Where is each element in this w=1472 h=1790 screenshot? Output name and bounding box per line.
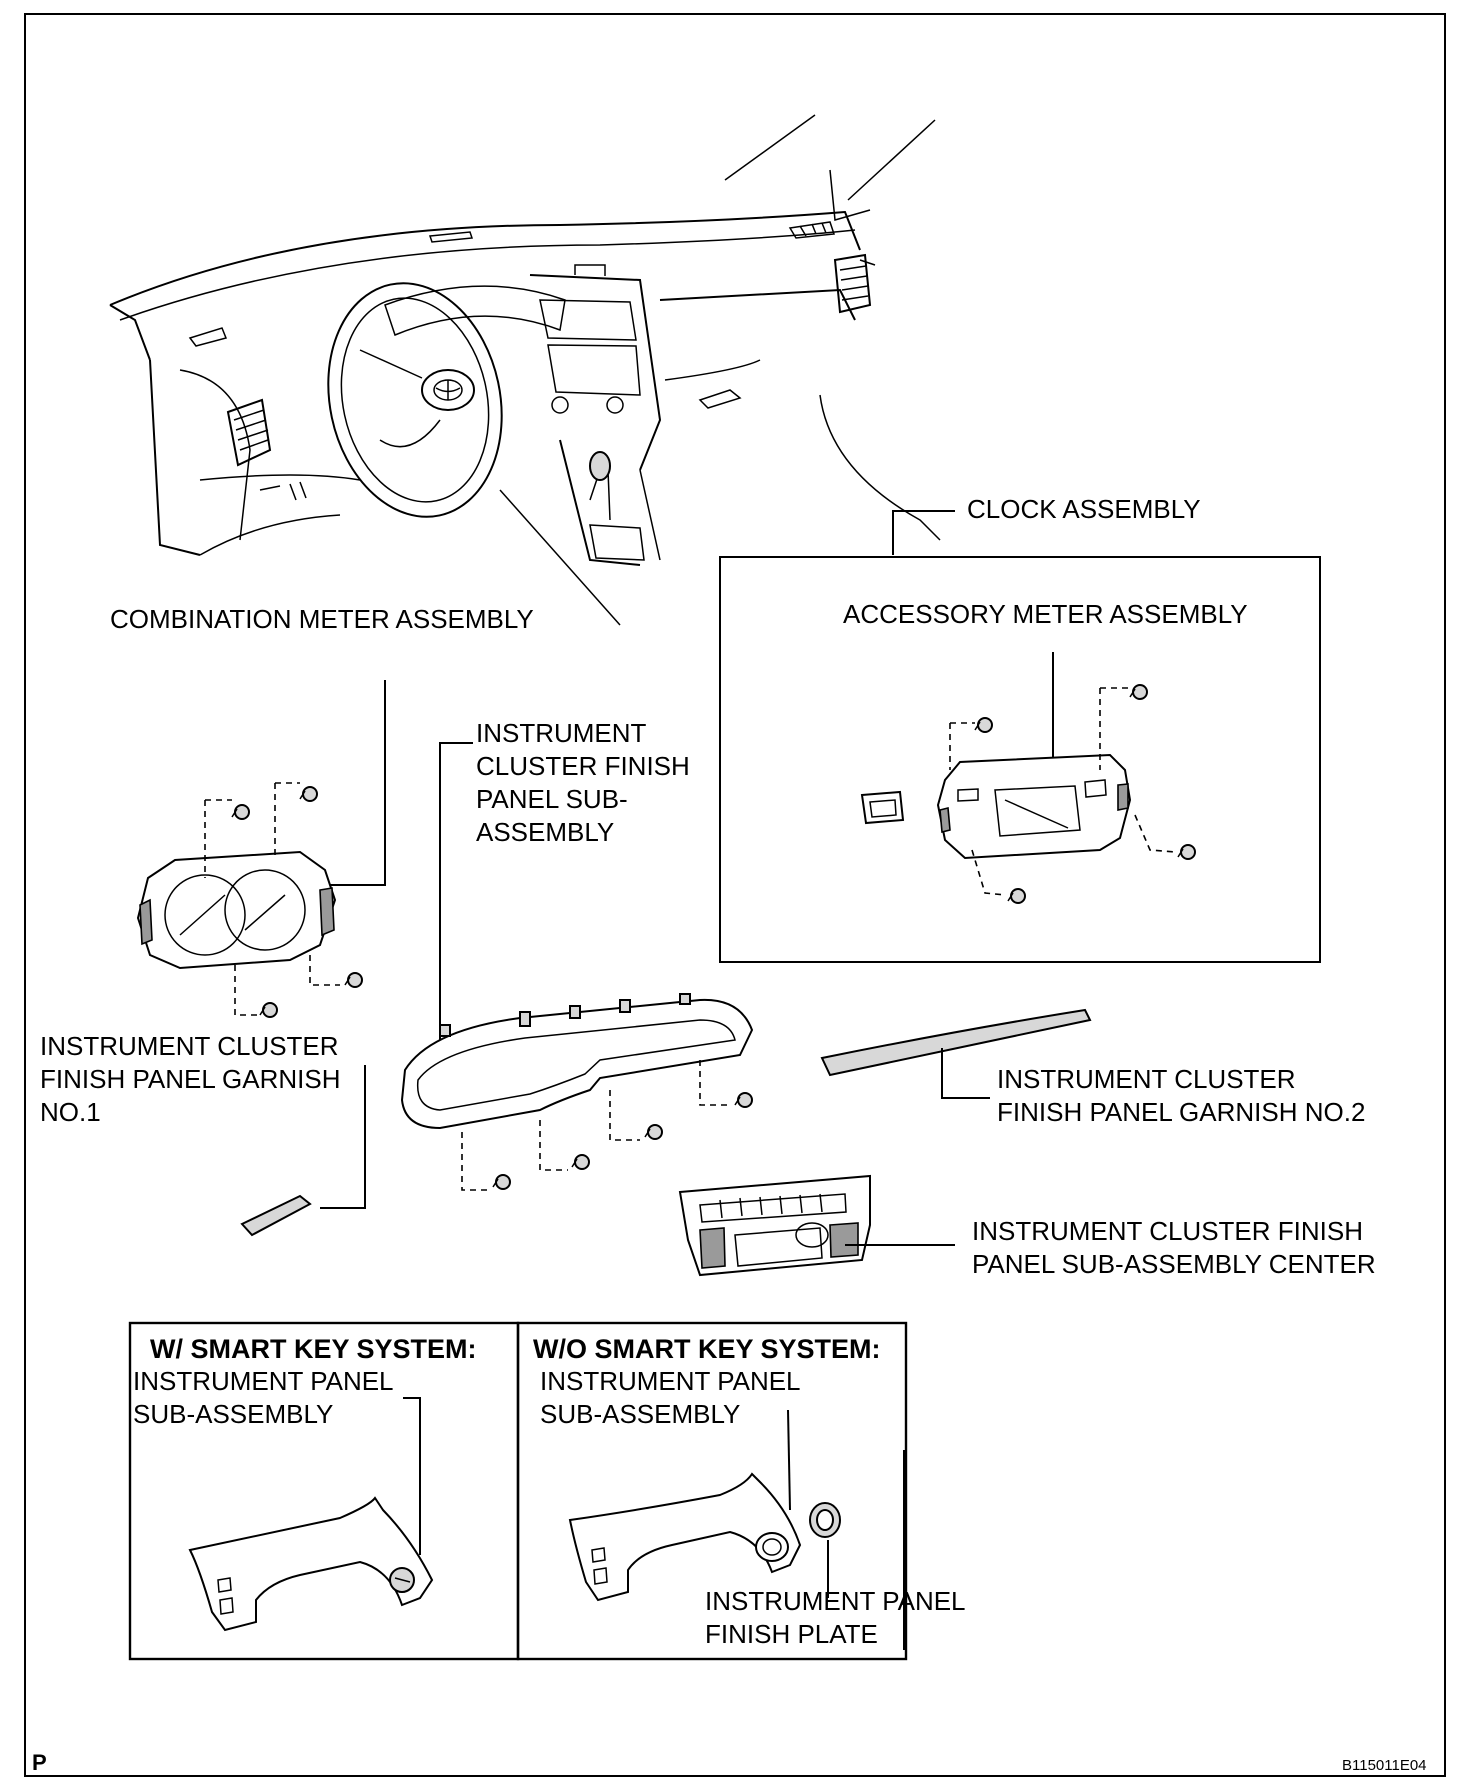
garnish-no1-callout: INSTRUMENT CLUSTER FINISH PANEL GARNISH … — [40, 1031, 366, 1237]
garnish-no2-label-line2: FINISH PANEL GARNISH NO.2 — [997, 1097, 1365, 1127]
wo-instrument-panel-label-line2: SUB-ASSEMBLY — [540, 1399, 740, 1429]
w-instrument-panel-label-line2: SUB-ASSEMBLY — [133, 1399, 333, 1429]
combination-meter-label: COMBINATION METER ASSEMBLY — [110, 604, 534, 634]
cluster-finish-panel-label-line4: ASSEMBLY — [476, 817, 614, 847]
cluster-finish-panel-label-line3: PANEL SUB- — [476, 784, 628, 814]
clock-assembly-callout: CLOCK ASSEMBLY — [892, 494, 1201, 555]
clock-assembly-label: CLOCK ASSEMBLY — [967, 494, 1201, 524]
cluster-finish-panel-part — [400, 993, 754, 1191]
w-smart-key-title: W/ SMART KEY SYSTEM: — [150, 1334, 477, 1364]
figure-code: B115011E04 — [1342, 1757, 1427, 1774]
combination-meter-part — [136, 680, 386, 1018]
center-panel-label-line2: PANEL SUB-ASSEMBLY CENTER — [972, 1249, 1376, 1279]
wo-instrument-panel-label-line1: INSTRUMENT PANEL — [540, 1366, 801, 1396]
accessory-meter-part — [860, 652, 1196, 904]
wo-smart-key-title: W/O SMART KEY SYSTEM: — [533, 1334, 881, 1364]
garnish-no2-label-line1: INSTRUMENT CLUSTER — [997, 1064, 1296, 1094]
dashboard-illustration — [109, 114, 941, 626]
w-smart-key-section: W/ SMART KEY SYSTEM: INSTRUMENT PANEL SU… — [133, 1334, 477, 1632]
clock-assembly-box — [719, 556, 1321, 963]
accessory-meter-label: ACCESSORY METER ASSEMBLY — [843, 599, 1248, 629]
wo-smart-key-section: W/O SMART KEY SYSTEM: INSTRUMENT PANEL S… — [533, 1334, 905, 1650]
wo-smart-key-box — [516, 1321, 908, 1661]
center-panel-callout: INSTRUMENT CLUSTER FINISH PANEL SUB-ASSE… — [678, 1174, 1376, 1279]
cluster-finish-panel-label-line1: INSTRUMENT — [476, 718, 647, 748]
finish-plate-label-line2: FINISH PLATE — [705, 1619, 878, 1649]
outer-frame — [24, 13, 1446, 1777]
finish-plate-label-line1: INSTRUMENT PANEL — [705, 1586, 966, 1616]
garnish-no1-label-line3: NO.1 — [40, 1097, 101, 1127]
w-instrument-panel-label-line1: INSTRUMENT PANEL — [133, 1366, 394, 1396]
center-panel-label-line1: INSTRUMENT CLUSTER FINISH — [972, 1216, 1363, 1246]
cluster-finish-panel-callout: INSTRUMENT CLUSTER FINISH PANEL SUB- ASS… — [439, 718, 690, 1040]
garnish-no1-label-line1: INSTRUMENT CLUSTER — [40, 1031, 339, 1061]
garnish-no1-label-line2: FINISH PANEL GARNISH — [40, 1064, 341, 1094]
garnish-no2-callout: INSTRUMENT CLUSTER FINISH PANEL GARNISH … — [820, 1008, 1365, 1127]
corner-mark: P — [32, 1750, 47, 1775]
cluster-finish-panel-label-line2: CLUSTER FINISH — [476, 751, 690, 781]
finish-plate-callout: INSTRUMENT PANEL FINISH PLATE — [518, 1586, 966, 1660]
